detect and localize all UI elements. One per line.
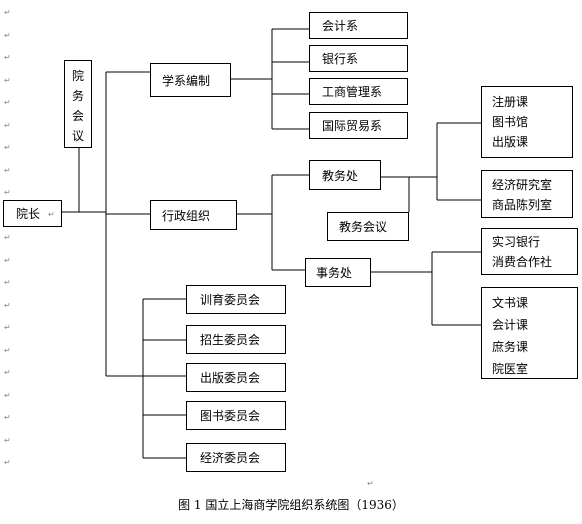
pilcrow-mark: ↵ xyxy=(4,436,11,445)
pilcrow-mark: ↵ xyxy=(4,458,11,467)
academic-council-label: 教务会议 xyxy=(339,220,388,234)
figure-caption: 图 1 国立上海商学院组织系统图（1936） xyxy=(178,498,404,512)
pilcrow-mark: ↵ xyxy=(4,368,11,377)
council-char: 议 xyxy=(71,129,84,143)
president-label: 院长 xyxy=(16,207,41,221)
pilcrow-mark: ↵ xyxy=(4,413,11,422)
unit-label: 实习银行 xyxy=(492,235,541,249)
committee-label: 训育委员会 xyxy=(200,293,261,307)
pilcrow-mark: ↵ xyxy=(4,256,11,265)
pilcrow-mark: ↵ xyxy=(4,121,11,130)
general-office-label: 事务处 xyxy=(316,266,353,280)
academic-office-label: 教务处 xyxy=(322,169,359,183)
department-label: 会计系 xyxy=(322,19,359,33)
pilcrow-mark: ↵ xyxy=(4,166,11,175)
pilcrow-mark: ↵ xyxy=(4,278,11,287)
unit-label: 庶务课 xyxy=(492,340,529,354)
unit-label: 注册课 xyxy=(492,95,529,109)
committee-box: 经济委员会 xyxy=(186,443,286,472)
academic-office-box: 教务处 xyxy=(309,160,381,190)
council-char: 院 xyxy=(71,69,84,83)
pilcrow-mark: ↵ xyxy=(4,8,11,17)
president-box: 院长 ↵ xyxy=(3,200,62,227)
unit-label: 商品陈列室 xyxy=(492,198,553,212)
committee-box: 出版委员会 xyxy=(186,363,286,392)
committee-box: 招生委员会 xyxy=(186,325,286,354)
general-units-box: 实习银行 消费合作社 xyxy=(481,228,578,275)
pilcrow-mark: ↵ xyxy=(4,233,11,242)
committee-label: 经济委员会 xyxy=(200,451,261,465)
pilcrow-mark: ↵ xyxy=(4,98,11,107)
unit-label: 图书馆 xyxy=(492,115,529,129)
committee-box: 训育委员会 xyxy=(186,285,286,314)
pilcrow-mark: ↵ xyxy=(4,53,11,62)
department-box: 工商管理系 xyxy=(309,78,408,105)
department-label: 银行系 xyxy=(322,52,359,66)
general-units-box: 文书课 会计课 庶务课 院医室 xyxy=(481,287,578,379)
pilcrow-mark: ↵ xyxy=(4,143,11,152)
department-label: 工商管理系 xyxy=(322,85,383,99)
general-office-box: 事务处 xyxy=(305,258,371,287)
unit-label: 出版课 xyxy=(492,135,529,149)
unit-label: 文书课 xyxy=(492,296,529,310)
department-box: 会计系 xyxy=(309,12,408,39)
unit-label: 消费合作社 xyxy=(492,255,553,269)
pilcrow-mark: ↵ xyxy=(367,479,374,488)
council-char: 会 xyxy=(71,109,84,123)
unit-label: 院医室 xyxy=(492,362,529,376)
admin-label: 行政组织 xyxy=(162,209,211,223)
committee-label: 招生委员会 xyxy=(200,333,261,347)
council-box: 院 务 会 议 xyxy=(64,60,92,148)
committee-label: 出版委员会 xyxy=(200,371,261,385)
pilcrow-mark: ↵ xyxy=(4,323,11,332)
pilcrow-mark: ↵ xyxy=(4,391,11,400)
departments-label: 学系编制 xyxy=(162,74,211,88)
admin-box: 行政组织 xyxy=(150,200,237,230)
department-box: 银行系 xyxy=(309,45,408,72)
pilcrow-mark: ↵ xyxy=(4,76,11,85)
pilcrow-mark: ↵ xyxy=(48,210,55,219)
department-box: 国际贸易系 xyxy=(309,112,408,139)
departments-box: 学系编制 xyxy=(150,63,231,97)
committee-label: 图书委员会 xyxy=(200,409,261,423)
unit-label: 会计课 xyxy=(492,318,529,332)
academic-council-box: 教务会议 xyxy=(327,212,409,241)
pilcrow-mark: ↵ xyxy=(4,31,11,40)
pilcrow-mark: ↵ xyxy=(4,301,11,310)
pilcrow-mark: ↵ xyxy=(4,346,11,355)
academic-units-box: 经济研究室 商品陈列室 xyxy=(481,170,573,218)
department-label: 国际贸易系 xyxy=(322,119,383,133)
council-char: 务 xyxy=(71,89,84,103)
pilcrow-mark: ↵ xyxy=(4,188,11,197)
committee-box: 图书委员会 xyxy=(186,401,286,430)
academic-units-box: 注册课 图书馆 出版课 xyxy=(481,86,573,158)
unit-label: 经济研究室 xyxy=(492,178,553,192)
